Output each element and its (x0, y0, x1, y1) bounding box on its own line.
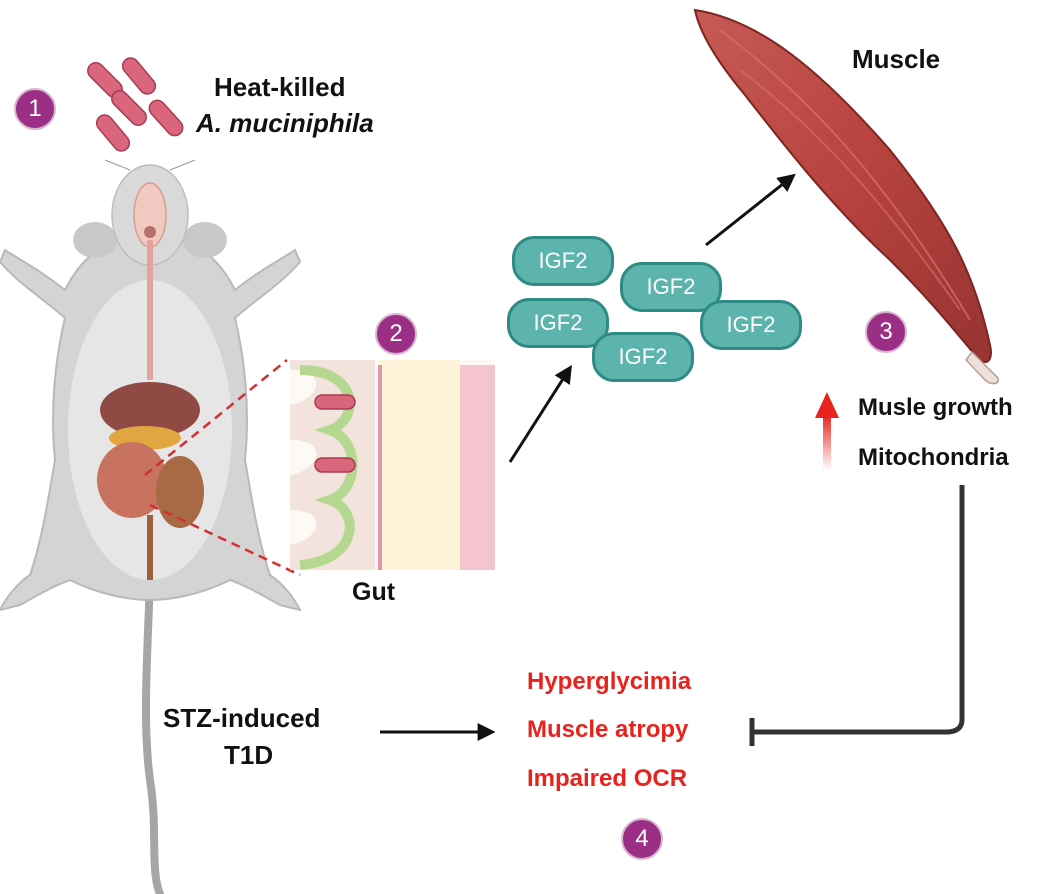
igf2-molecule: IGF2 (592, 332, 694, 382)
step-badge-2: 2 (375, 313, 417, 355)
stz-label-line-2: T1D (224, 740, 274, 770)
increase-arrow-head (815, 392, 839, 418)
gut-bacterium (314, 394, 356, 410)
mouse-right-ear (183, 222, 227, 258)
title-line-2: A. muciniphila (196, 108, 374, 138)
bacteria-cluster (87, 57, 184, 152)
igf2-molecule: IGF2 (700, 300, 802, 350)
gut-muscle-layer (460, 365, 495, 570)
effect-muscle-growth: Musle growth (858, 394, 1013, 421)
gut-label: Gut (352, 578, 396, 606)
bacterium (148, 99, 184, 137)
mouse-tail (141, 571, 164, 894)
mouse-intestine (97, 442, 167, 518)
zoom-line-bottom (149, 503, 301, 577)
bacterium (111, 90, 147, 126)
mouse-stomach (100, 382, 200, 438)
step-badge-3: 3 (865, 311, 907, 353)
mouse-cecum (156, 456, 204, 528)
mouse-whisker (104, 159, 131, 171)
outcome-hyperglycimia: Hyperglycimia (527, 668, 692, 695)
title-line-1: Heat-killed (214, 72, 346, 102)
mouse-left-ear (73, 222, 117, 258)
mouse-throat (144, 226, 156, 238)
zoom-line-top (144, 359, 288, 476)
outcome-impaired-ocr: Impaired OCR (527, 765, 688, 792)
increase-arrow-shaft (823, 415, 831, 470)
bacterium (95, 114, 131, 152)
muscle-fiber (739, 69, 961, 311)
bacterium (121, 57, 157, 95)
igf2-molecule: IGF2 (620, 262, 722, 312)
muscle-label: Muscle (852, 44, 941, 74)
gut-submucosa (380, 360, 460, 570)
gut-cross-section (290, 360, 495, 570)
mouse-illustration (0, 159, 302, 894)
stz-label-line-1: STZ-induced (163, 703, 321, 733)
arrow-gut-to-igf2 (508, 364, 572, 463)
step-badge-1: 1 (14, 88, 56, 130)
mouse-whisker (169, 159, 196, 171)
igf2-molecule: IGF2 (512, 236, 614, 286)
igf2-molecule: IGF2 (507, 298, 609, 348)
muscle-fiber (719, 29, 971, 321)
inhibition-line (752, 485, 965, 735)
effect-mitochondria: Mitochondria (858, 444, 1009, 471)
outcome-muscle-atropy: Muscle atropy (527, 716, 689, 743)
step-badge-4: 4 (621, 818, 663, 860)
gut-bacterium (314, 457, 356, 473)
muscle-illustration (693, 8, 1000, 385)
muscle-tendon (965, 350, 1000, 385)
arrow-igf2-to-muscle (705, 173, 796, 247)
